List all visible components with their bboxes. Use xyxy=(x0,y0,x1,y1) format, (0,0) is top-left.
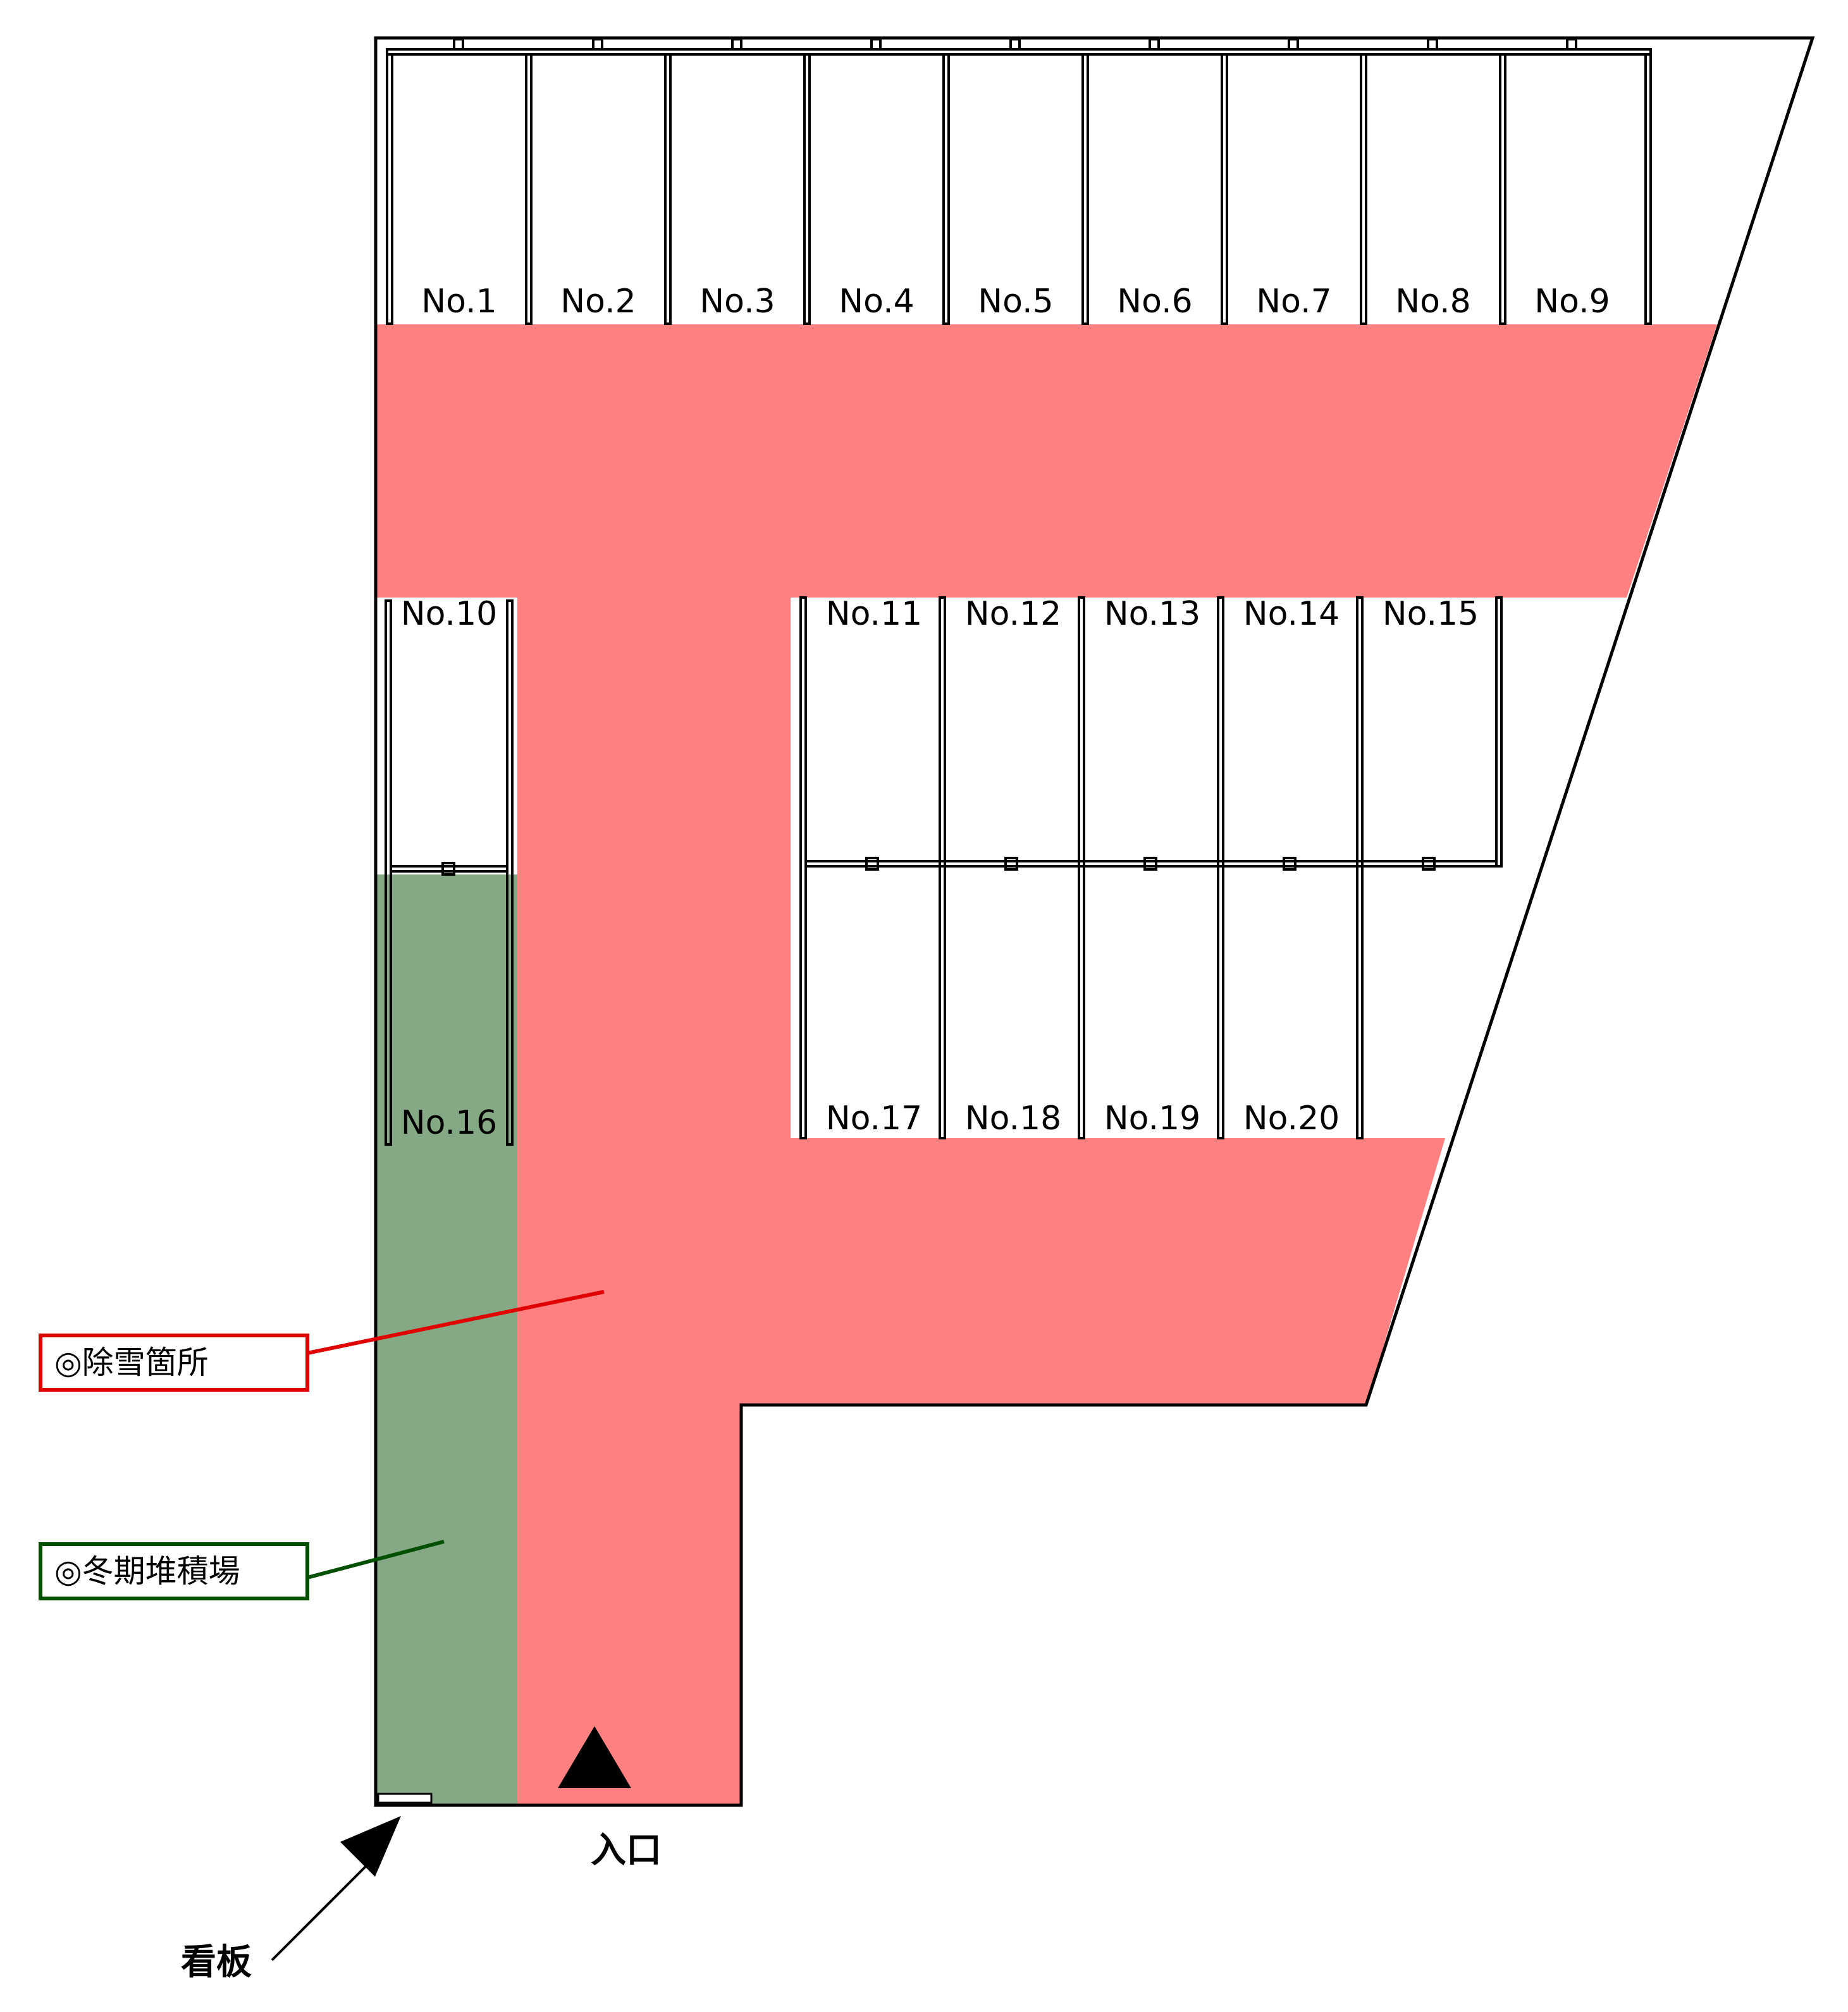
slot-label: No.4 xyxy=(839,283,914,321)
slot-label: No.11 xyxy=(826,595,923,633)
left-column-bays xyxy=(385,599,514,1146)
slot-label: No.17 xyxy=(826,1100,923,1138)
legend-winter-storage: ◎冬期堆積場 xyxy=(39,1540,445,1600)
slot-label: No.15 xyxy=(1383,595,1479,633)
legend-winter-storage-box xyxy=(39,1542,309,1600)
lot-outline xyxy=(374,36,1815,1807)
top-row-bays xyxy=(386,38,1652,325)
legend-snow-removal-box xyxy=(39,1334,309,1392)
slot-label: No.1 xyxy=(421,283,496,321)
slot-label: No.9 xyxy=(1534,283,1610,321)
slot-label: No.19 xyxy=(1104,1100,1201,1138)
slot-label: No.3 xyxy=(699,283,775,321)
slot-label: No.6 xyxy=(1117,283,1192,321)
slot-labels-top: No.1 No.2 No.3 No.4 No.5 No.6 No.7 No.8 … xyxy=(421,283,1610,321)
slot-label: No.5 xyxy=(978,283,1053,321)
legend-winter-storage-leader xyxy=(307,1540,445,1580)
signboard-marker xyxy=(377,1793,433,1804)
signboard-arrow-icon xyxy=(340,1816,401,1877)
right-block-bays xyxy=(799,596,1503,1139)
legend-snow-removal-label: ◎除雪箇所 xyxy=(54,1344,209,1381)
slot-label: No.8 xyxy=(1395,283,1470,321)
slot-label: No.20 xyxy=(1243,1100,1340,1138)
slot-labels-lower: No.17 No.18 No.19 No.20 xyxy=(826,1100,1340,1138)
legend-winter-storage-label: ◎冬期堆積場 xyxy=(54,1553,240,1590)
slot-label: No.12 xyxy=(965,595,1062,633)
entrance-triangle-icon xyxy=(558,1726,631,1788)
slot-label: No.18 xyxy=(965,1100,1062,1138)
slot-label: No.14 xyxy=(1243,595,1340,633)
slot-label: No.13 xyxy=(1104,595,1201,633)
slot-labels-left: No.10 No.16 xyxy=(401,595,498,1142)
legend-snow-removal: ◎除雪箇所 xyxy=(39,1290,605,1392)
slot-label: No.7 xyxy=(1256,283,1331,321)
snow-removal-area xyxy=(376,324,1717,1805)
signboard-label: 看板 xyxy=(181,1942,252,1983)
entrance-label: 入口 xyxy=(591,1830,662,1871)
slot-label: No.16 xyxy=(401,1104,498,1142)
slot-label: No.10 xyxy=(401,595,498,633)
winter-storage-area xyxy=(376,874,517,1805)
slot-labels-middle: No.11 No.12 No.13 No.14 No.15 xyxy=(826,595,1479,633)
slot-label: No.2 xyxy=(560,283,636,321)
signboard-arrow-line xyxy=(271,1864,368,1961)
legend-snow-removal-leader xyxy=(307,1290,605,1355)
